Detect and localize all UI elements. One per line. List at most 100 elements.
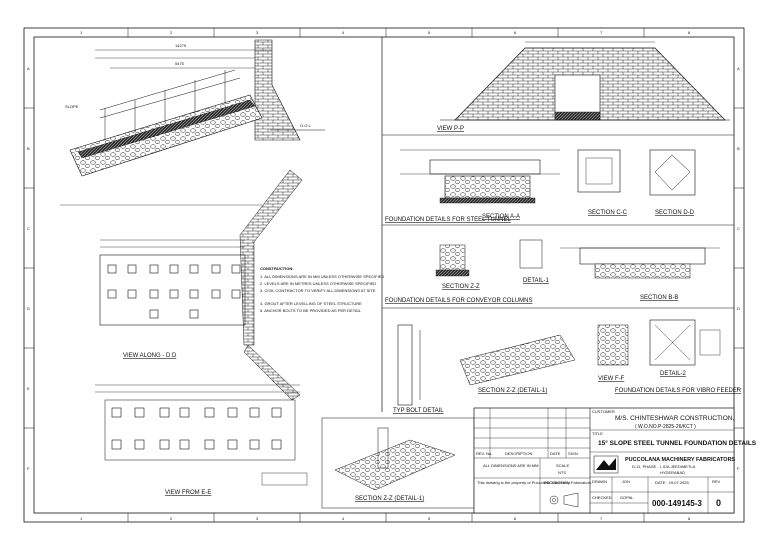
vibro-feeder-foundation: TYP BOLT DETAIL SECTION Z-Z (DETAIL-1) V… <box>393 319 742 414</box>
drawn-label: DRAWN <box>592 479 607 484</box>
scale-value: NTS <box>558 470 566 475</box>
bolt-pockets <box>111 407 282 450</box>
note-line: 4. GROUT AFTER LEVELLING OF STEEL STRUCT… <box>260 301 362 306</box>
detail-title: FOUNDATION DETAILS FOR CONVEYOR COLUMNS <box>385 298 532 304</box>
revision-value: 0 <box>716 498 721 508</box>
checked-label: CHECKED <box>592 495 612 500</box>
col-label: 6 <box>514 516 517 521</box>
section-title: SECTION D-D <box>655 210 695 216</box>
tunnel-side-view: O.G.L 14275 5475 SLOPE <box>60 39 325 206</box>
diagonal-brick-wall <box>239 169 303 346</box>
view-pp: VIEW P-P <box>437 41 730 132</box>
row-label: B <box>27 146 30 151</box>
view-title: VIEW F-F <box>598 376 625 382</box>
drawn-by: JOH <box>622 479 630 484</box>
company-logo <box>593 455 619 474</box>
ref-text: ALL DIMENSIONS ARE IN MM <box>483 463 538 468</box>
view-from-ee: VIEW FROM E-E <box>95 384 308 496</box>
address-line: HYDERABAD <box>660 470 685 475</box>
outer-border <box>23 27 745 523</box>
drawing-date: DATE : 19.07.2025 <box>655 480 690 485</box>
note-line: 3. CIVIL CONTRACTOR TO VERIFY ALL DIMENS… <box>260 288 376 293</box>
title-block: REV. No. DESCRIPTION DATE SIGN ALL DIMEN… <box>473 407 757 514</box>
row-label: C <box>27 226 30 231</box>
section-title: SECTION Z-Z (DETAIL-1) <box>355 496 424 502</box>
address-line: D-11, PHASE - I, IDA JEEDIMETLA <box>632 464 696 469</box>
rev-no-head: REV. No. <box>476 451 492 456</box>
note-line: 1. ALL DIMENSIONS ARE IN MM UNLESS OTHER… <box>260 274 384 279</box>
row-label: F <box>737 466 740 471</box>
row-label: E <box>737 386 740 391</box>
col-label: 3 <box>256 516 259 521</box>
disclaimer: This drawing is the property of Puccolan… <box>477 480 592 485</box>
projection-symbol <box>549 492 579 508</box>
view-title: VIEW P-P <box>437 126 464 132</box>
dim-label: 14275 <box>175 43 187 48</box>
grid-labels: 1 2 3 4 5 6 7 8 1 2 3 4 5 6 7 8 A B C D … <box>27 30 740 521</box>
sign-head: SIGN <box>568 451 578 456</box>
scale-label: SCALE <box>556 463 569 468</box>
col-label: 7 <box>600 516 603 521</box>
dim-label: 5475 <box>175 61 185 66</box>
col-label: 7 <box>600 30 603 35</box>
bolt-pockets <box>107 264 241 319</box>
section-detail-box: SECTION Z-Z (DETAIL-1) <box>321 417 475 509</box>
note-line: 2. LEVELS ARE IN METRES UNLESS OTHERWISE… <box>260 281 376 286</box>
customer-name: M/S. CHINTESHWAR CONSTRUCTION, <box>615 415 734 422</box>
col-label: 2 <box>170 30 173 35</box>
title-label: TITLE <box>592 431 603 436</box>
section-title: SECTION C-C <box>588 210 628 216</box>
row-label: F <box>27 466 30 471</box>
grid-ticks <box>24 28 744 522</box>
row-label: A <box>27 66 30 71</box>
col-label: 8 <box>688 516 691 521</box>
col-label: 6 <box>514 30 517 35</box>
customer-ref: ( W.O.NO.P-2825-26/KCT ) <box>635 424 696 430</box>
tunnel-foundation-section: FOUNDATION DETAILS FOR STEEL TUNNEL SECT… <box>385 149 696 223</box>
row-label: C <box>737 226 740 231</box>
conveyor-column-foundation: SECTION Z-Z DETAIL-1 SECTION B-B FOUNDAT… <box>385 239 720 304</box>
row-label: A <box>737 66 740 71</box>
projection-label: PROJECTION <box>544 480 570 485</box>
customer-label: CUSTOMER <box>592 409 615 414</box>
steel-frames <box>99 69 241 140</box>
col-label: 5 <box>428 30 431 35</box>
detail-title: FOUNDATION DETAILS FOR VIBRO FEEDER <box>615 388 742 394</box>
drawing-title: 15° SLOPE STEEL TUNNEL FOUNDATION DETAIL… <box>598 439 757 447</box>
note-line: 5. ANCHOR BOLTS TO BE PROVIDED AS PER DE… <box>260 308 362 313</box>
row-label: B <box>737 146 740 151</box>
col-label: 8 <box>688 30 691 35</box>
row-label: E <box>27 386 30 391</box>
col-label: 1 <box>80 516 83 521</box>
col-label: 3 <box>256 30 259 35</box>
col-label: 5 <box>428 516 431 521</box>
inner-border <box>33 36 735 514</box>
notes-title: CONSTRUCTION: <box>260 266 294 271</box>
detail-title: FOUNDATION DETAILS FOR STEEL TUNNEL <box>385 217 511 223</box>
company-name: PUCCOLANA MACHINERY FABRICATORS <box>625 457 736 463</box>
detail-title: TYP BOLT DETAIL <box>393 408 444 414</box>
checked-by: GOPAL <box>620 495 634 500</box>
view-title: VIEW ALONG - D D <box>123 353 177 359</box>
brick-wall <box>254 39 301 141</box>
view-title: VIEW FROM E-E <box>165 490 211 496</box>
section-title: SECTION Z-Z <box>442 284 480 290</box>
detail-title: DETAIL-2 <box>660 371 687 377</box>
general-notes: CONSTRUCTION: 1. ALL DIMENSIONS ARE IN M… <box>260 266 384 313</box>
detail-title: DETAIL-1 <box>523 278 550 284</box>
drawing-number: 000-149145-3 <box>652 499 702 508</box>
col-label: 2 <box>170 516 173 521</box>
rev-label: REV <box>712 479 721 484</box>
description-head: DESCRIPTION <box>505 451 532 456</box>
section-title: SECTION Z-Z (DETAIL-1) <box>478 388 547 394</box>
col-label: 4 <box>342 30 345 35</box>
col-label: 1 <box>80 30 83 35</box>
section-title: SECTION A-A <box>482 214 520 220</box>
ogl-label: O.G.L <box>300 123 311 128</box>
col-label: 4 <box>342 516 345 521</box>
view-along-dd: VIEW ALONG - D D <box>99 239 246 359</box>
slope-label: SLOPE <box>65 104 79 109</box>
concrete-slab <box>77 99 256 159</box>
row-label: D <box>27 306 30 311</box>
